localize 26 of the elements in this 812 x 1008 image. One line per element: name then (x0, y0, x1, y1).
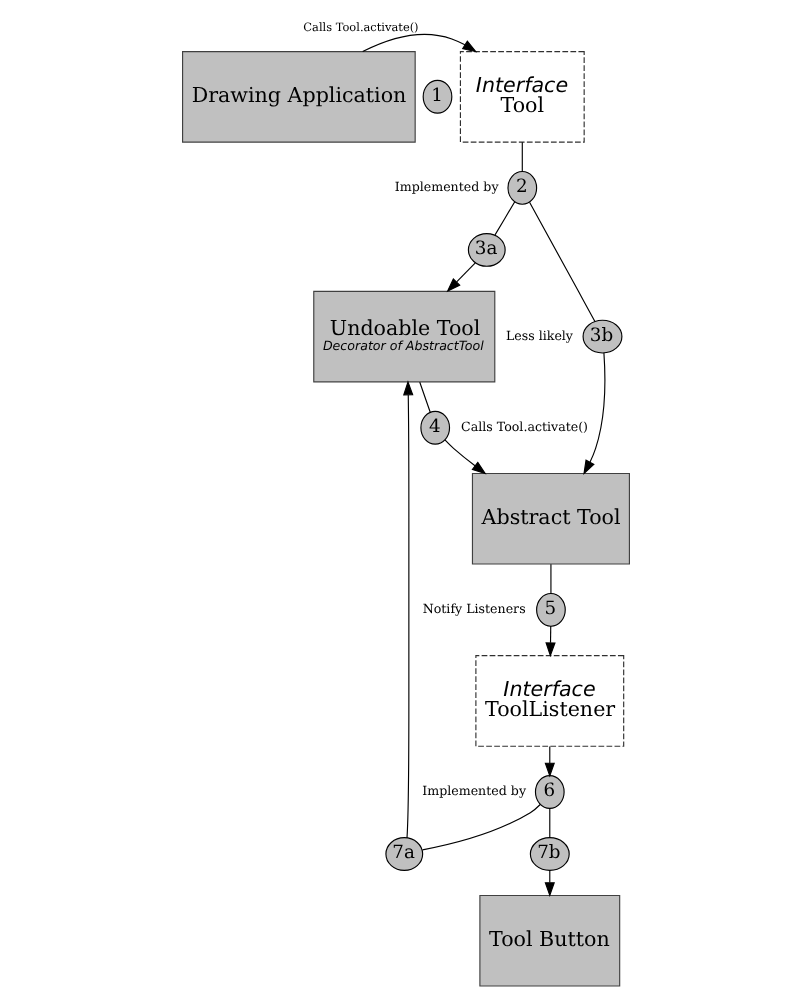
connector (419, 381, 431, 413)
node-ellipse: 1 (422, 79, 453, 114)
node-box: Drawing Application (182, 51, 416, 143)
node-ellipse: 7a (385, 837, 424, 871)
arrow (403, 380, 414, 839)
node-ellipse: 4 (420, 410, 451, 445)
node-box: Interface Tool (459, 51, 585, 143)
node-box: Interface ToolListener (475, 655, 625, 747)
arrow (583, 352, 606, 475)
connector (521, 141, 523, 173)
arrow (446, 262, 476, 293)
connector (421, 803, 541, 851)
node-box: Abstract Tool (471, 472, 630, 565)
node-ellipse: 5 (536, 592, 566, 627)
node-ellipse: 7b (529, 837, 570, 871)
node-ellipse: 3a (467, 233, 506, 267)
node-box: Tool Button (479, 894, 621, 987)
connector (494, 201, 516, 236)
node-ellipse: 6 (534, 775, 565, 809)
arrow (444, 439, 487, 475)
node-ellipse: 3b (582, 319, 623, 354)
arrow (362, 33, 478, 53)
connector (549, 807, 551, 839)
node-ellipse: 2 (507, 170, 538, 205)
connector (529, 201, 596, 323)
connector (550, 563, 552, 595)
